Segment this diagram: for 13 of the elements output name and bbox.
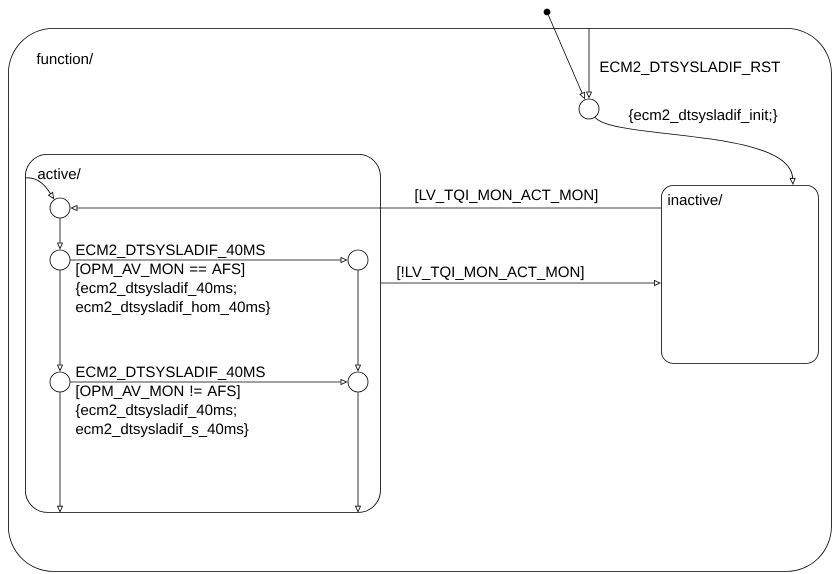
edge-label: ECM2_DTSYSLADIF_RST	[600, 62, 780, 75]
edge-label: [LV_TQI_MON_ACT_MON]	[415, 189, 598, 204]
junction-circle	[348, 372, 368, 392]
junction-circle	[578, 98, 600, 120]
edge-label: {ecm2_dtsysladif_init;}	[628, 109, 778, 124]
junction-circle	[50, 198, 70, 218]
edge-label: ECM2_DTSYSLADIF_40MS [OPM_AV_MON != AFS] {ecm2_dtsysladif_40ms; ecm2_dtsysladif_s_40ms}	[76, 366, 265, 438]
junction-circle	[348, 250, 368, 270]
edge-label: ECM2_DTSYSLADIF_40MS [OPM_AV_MON == AFS] {ecm2_dtsysladif_40ms; ecm2_dtsysladif_hom_40ms}	[76, 244, 270, 316]
edge-label: [!LV_TQI_MON_ACT_MON]	[397, 266, 584, 280]
junction-circle	[50, 250, 70, 270]
junction-circle	[50, 372, 70, 392]
state-box: inactive/	[661, 185, 819, 364]
